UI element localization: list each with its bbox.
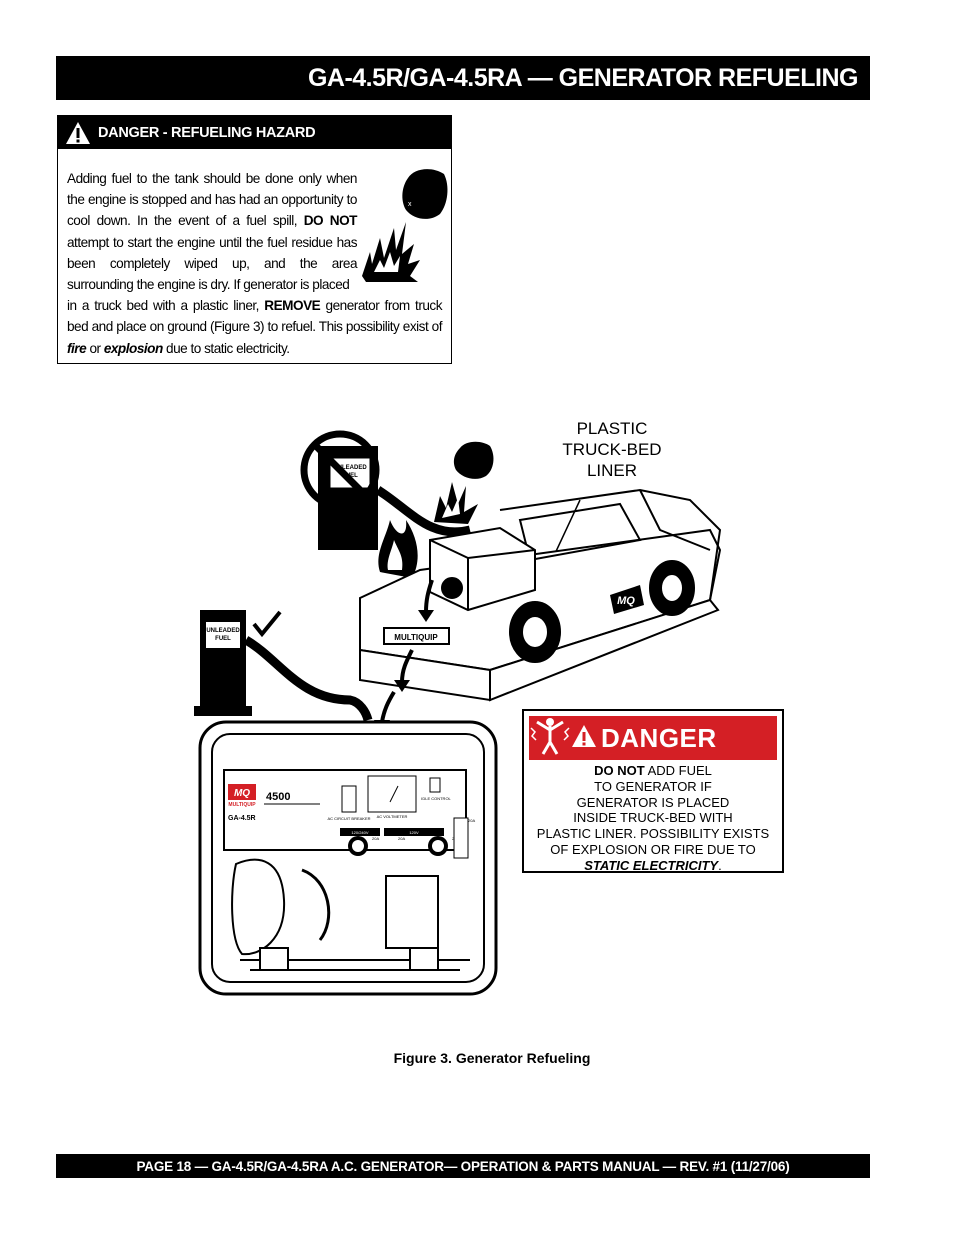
sign-line-4: INSIDE TRUCK-BED WITH bbox=[573, 810, 733, 826]
danger-text-4: generator from truck bed and place on gr… bbox=[67, 298, 443, 335]
truck-logo-text: MQ bbox=[617, 595, 635, 607]
panel-idle-label: IDLE CONTROL bbox=[421, 796, 451, 801]
danger-sign-header: DANGER bbox=[529, 716, 777, 760]
gen-model: GA-4.5R bbox=[228, 815, 256, 822]
danger-text-do-not: DO NOT bbox=[303, 213, 358, 229]
pump2-label-2: FUEL bbox=[215, 636, 231, 642]
danger-box-header: DANGER - REFUELING HAZARD bbox=[58, 116, 451, 149]
liner-label-1: PLASTIC bbox=[577, 419, 648, 438]
panel-120-label: 120V bbox=[409, 830, 419, 835]
sign-line-5: PLASTIC LINER. POSSIBILITY EXISTS bbox=[536, 826, 770, 842]
panel-20a-label-4: 20A bbox=[468, 818, 475, 823]
svg-text:x: x bbox=[408, 201, 412, 208]
sign-line-2: TO GENERATOR IF bbox=[594, 778, 712, 794]
warning-triangle-icon bbox=[58, 116, 98, 149]
explosion-icon: x bbox=[358, 164, 450, 294]
danger-sign-triangle-icon bbox=[571, 724, 597, 753]
danger-text-or: or bbox=[89, 340, 101, 356]
danger-text-3: in a truck bed with a plastic liner, bbox=[67, 298, 259, 314]
gen-model-number: 4500 bbox=[266, 791, 290, 803]
gen-logo: MQ bbox=[234, 788, 250, 799]
danger-text-1: Adding fuel to the tank should be done o… bbox=[67, 171, 358, 229]
panel-20a-label-1: 20A bbox=[372, 836, 379, 841]
danger-sign-text: DO NOT ADD FUEL TO GENERATOR IF GENERATO… bbox=[524, 763, 782, 874]
panel-breaker-label: AC CIRCUIT BREAKER bbox=[327, 816, 370, 821]
figure-caption: Figure 3. Generator Refueling bbox=[393, 1050, 591, 1066]
page-title-bar: GA-4.5R/GA-4.5RA — GENERATOR REFUELING bbox=[56, 56, 870, 100]
panel-voltmeter-label: AC VOLTMETER bbox=[377, 814, 408, 819]
sign-line-1: ADD FUEL bbox=[644, 763, 712, 778]
danger-box-text: Adding fuel to the tank should be done o… bbox=[67, 168, 443, 359]
person-shock-icon bbox=[529, 716, 571, 761]
pump-label-1: UNLEADED bbox=[333, 465, 367, 471]
page-footer: PAGE 18 — GA-4.5R/GA-4.5RA A.C. GENERATO… bbox=[56, 1154, 870, 1178]
sign-line-6: OF EXPLOSION OR FIRE DUE TO bbox=[550, 841, 756, 857]
footer-text: PAGE 18 — GA-4.5R/GA-4.5RA A.C. GENERATO… bbox=[136, 1158, 790, 1174]
liner-label-3: LINER bbox=[587, 461, 637, 480]
sign-static-electricity: STATIC ELECTRICITY bbox=[584, 857, 719, 873]
danger-text-explosion: explosion bbox=[103, 340, 163, 356]
pump2-label-1: UNLEADED bbox=[206, 628, 240, 634]
gen-brand: MULTIQUIP bbox=[228, 802, 256, 808]
generator-closeup-illustration: MQ MULTIQUIP 4500 GA-4.5R AC CIRCUIT BRE… bbox=[198, 720, 498, 996]
page-title: GA-4.5R/GA-4.5RA — GENERATOR REFUELING bbox=[307, 63, 859, 92]
truck-brand: MULTIQUIP bbox=[394, 633, 438, 642]
danger-text-fire: fire bbox=[67, 340, 87, 356]
panel-120-240-label: 120/240V bbox=[351, 830, 368, 835]
sign-line-3: GENERATOR IS PLACED bbox=[576, 794, 730, 810]
allowed-fuel-pump-icon: UNLEADED FUEL bbox=[194, 610, 373, 722]
danger-text-5: due to static electricity. bbox=[166, 340, 290, 356]
sign-line-7-end: . bbox=[718, 857, 722, 873]
generator-in-truck-icon bbox=[429, 526, 536, 612]
danger-sign-word: DANGER bbox=[601, 722, 717, 753]
danger-text-2: attempt to start the engine until the fu… bbox=[67, 234, 358, 293]
danger-box-heading: DANGER - REFUELING HAZARD bbox=[98, 124, 316, 141]
explosion-icon-figure bbox=[378, 441, 494, 578]
danger-text-remove: REMOVE bbox=[264, 298, 321, 314]
liner-label-2: TRUCK-BED bbox=[562, 440, 661, 459]
danger-sign: DANGER DO NOT ADD FUEL TO GENERATOR IF G… bbox=[522, 709, 784, 873]
prohibited-fuel-pump-icon: UNLEADED FUEL bbox=[300, 430, 472, 550]
panel-20a-label-2: 20A bbox=[398, 836, 405, 841]
sign-do-not: DO NOT bbox=[594, 763, 645, 778]
truck-logo: MQ bbox=[610, 585, 644, 614]
danger-refueling-box: DANGER - REFUELING HAZARD x Adding fuel … bbox=[57, 115, 452, 364]
checkmark-icon bbox=[252, 610, 282, 638]
refueling-illustration: UNLEADED FUEL PLASTIC TRUCK-BED LINER bbox=[190, 400, 790, 1005]
down-arrows-icon bbox=[380, 579, 434, 723]
